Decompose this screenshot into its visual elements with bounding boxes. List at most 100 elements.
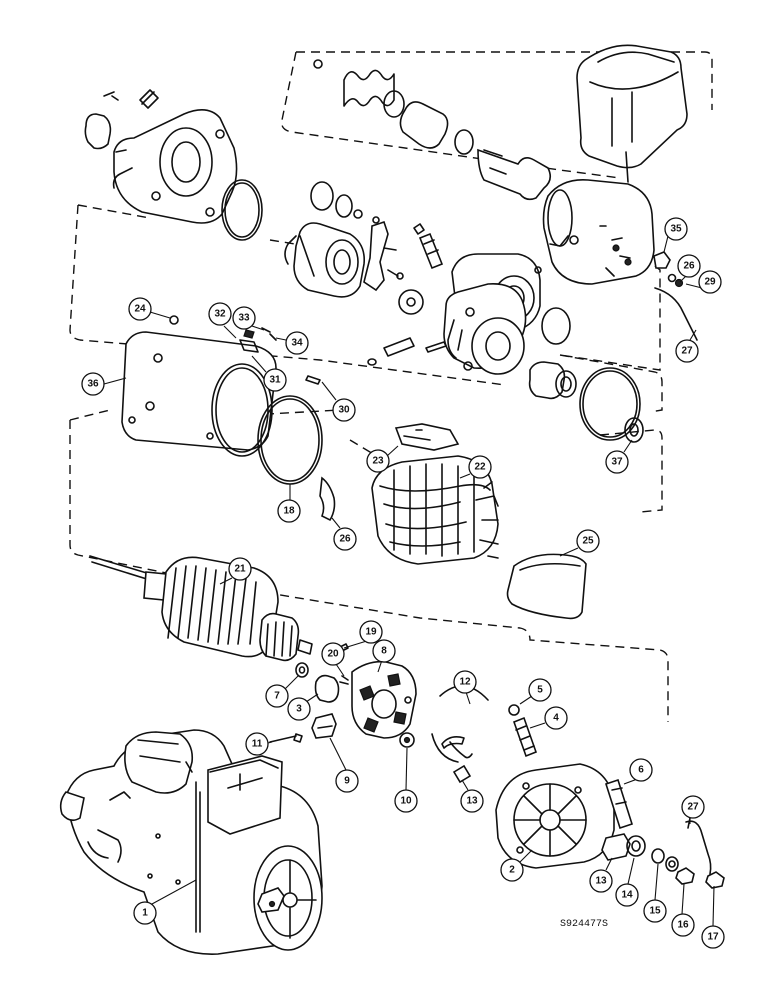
- svg-text:16: 16: [677, 920, 689, 931]
- callout-21: 21: [228, 557, 252, 581]
- callout-36: 36: [81, 372, 105, 396]
- washer-7: [295, 662, 309, 678]
- svg-text:8: 8: [381, 646, 387, 657]
- solenoid-heat-shield: [576, 44, 688, 183]
- callout-17: 17: [701, 925, 725, 949]
- svg-text:34: 34: [291, 338, 303, 349]
- svg-text:12: 12: [459, 677, 471, 688]
- cover-band: [506, 553, 587, 620]
- callout-29: 29: [698, 270, 722, 294]
- brush-holder-plate: [351, 660, 417, 739]
- svg-text:22: 22: [474, 462, 486, 473]
- svg-text:17: 17: [707, 932, 719, 943]
- through-bolt-6: [604, 778, 634, 830]
- bushing-and-seal: [528, 361, 644, 443]
- callout-15: 15: [643, 899, 667, 923]
- svg-text:1: 1: [142, 908, 148, 919]
- svg-text:24: 24: [134, 304, 146, 315]
- svg-text:30: 30: [338, 405, 350, 416]
- svg-text:36: 36: [87, 379, 99, 390]
- callout-4: 4: [544, 706, 568, 730]
- svg-text:13: 13: [595, 876, 607, 887]
- lever-pivot-pin: [413, 223, 444, 270]
- svg-text:26: 26: [683, 261, 695, 272]
- callout-26-right: 26: [677, 254, 701, 278]
- svg-text:15: 15: [649, 906, 661, 917]
- svg-text:29: 29: [704, 277, 716, 288]
- callout-23: 23: [366, 449, 390, 473]
- screw-11: [269, 733, 303, 743]
- svg-text:13: 13: [466, 796, 478, 807]
- seal-ring-18: [257, 395, 323, 485]
- callout-16: 16: [671, 913, 695, 937]
- svg-text:21: 21: [234, 564, 246, 575]
- callout-13-lower: 13: [589, 869, 613, 893]
- svg-text:37: 37: [611, 457, 623, 468]
- insulator-13-upper: [452, 764, 472, 784]
- brush-spring-4-5: [508, 704, 538, 758]
- intermediate-housing: [367, 253, 571, 375]
- brush-9: [311, 713, 337, 739]
- field-coil-assembly: [371, 455, 499, 565]
- svg-text:20: 20: [327, 649, 339, 660]
- svg-text:10: 10: [400, 796, 412, 807]
- svg-text:3: 3: [296, 704, 302, 715]
- callout-27-lower: 27: [681, 795, 705, 819]
- svg-text:23: 23: [372, 456, 384, 467]
- starter-motor-assembly: [59, 729, 323, 955]
- callout-7: 7: [265, 684, 289, 708]
- terminal-hardware-bottom: [601, 817, 725, 889]
- svg-text:4: 4: [553, 713, 559, 724]
- callout-9: 9: [335, 769, 359, 793]
- callouts: 1 2 3 4 5 6 7 8 9 10 11 12 13 13 14 15 1…: [81, 217, 725, 949]
- callout-11: 11: [245, 732, 269, 756]
- svg-text:27: 27: [687, 802, 699, 813]
- svg-text:18: 18: [283, 506, 295, 517]
- svg-text:35: 35: [670, 224, 682, 235]
- svg-text:2: 2: [509, 865, 515, 876]
- callout-5: 5: [528, 678, 552, 702]
- callout-12: 12: [453, 670, 477, 694]
- callout-37: 37: [605, 450, 629, 474]
- callout-34: 34: [285, 331, 309, 355]
- callout-3: 3: [287, 697, 311, 721]
- callout-1: 1: [133, 901, 157, 925]
- callout-31: 31: [263, 368, 287, 392]
- svg-text:11: 11: [252, 739, 263, 750]
- spring-10: [399, 732, 415, 748]
- commutator-end-frame: [495, 763, 615, 869]
- drive-pinion-assembly: [284, 181, 424, 315]
- svg-text:26: 26: [339, 534, 351, 545]
- callout-6: 6: [629, 758, 653, 782]
- svg-text:25: 25: [582, 536, 594, 547]
- svg-text:7: 7: [274, 691, 280, 702]
- nose-housing: [84, 89, 263, 241]
- callout-35: 35: [664, 217, 688, 241]
- group-boundary-field-frame: [69, 409, 669, 722]
- callout-18: 18: [277, 499, 301, 523]
- svg-text:5: 5: [537, 685, 543, 696]
- plunger-parts: [313, 59, 552, 201]
- retaining-ring-12: [431, 685, 489, 763]
- callout-14: 14: [615, 883, 639, 907]
- callout-10: 10: [394, 789, 418, 813]
- screw-20: [339, 675, 349, 685]
- svg-text:19: 19: [365, 627, 377, 638]
- bushing-3: [314, 674, 340, 703]
- field-frame-housing: [121, 315, 321, 457]
- solenoid-assembly: [542, 179, 655, 285]
- callout-8: 8: [372, 639, 396, 663]
- svg-text:6: 6: [638, 765, 644, 776]
- pole-shoe: [394, 423, 460, 451]
- svg-text:14: 14: [621, 890, 633, 901]
- callout-19: 19: [359, 620, 383, 644]
- callout-32: 32: [208, 302, 232, 326]
- insulator-26-center: [319, 476, 336, 522]
- group-boundary-drive-housing: [69, 204, 663, 413]
- callout-2: 2: [500, 858, 524, 882]
- document-number: S924477S: [560, 919, 608, 930]
- callout-13-upper: 13: [460, 789, 484, 813]
- svg-text:9: 9: [344, 776, 350, 787]
